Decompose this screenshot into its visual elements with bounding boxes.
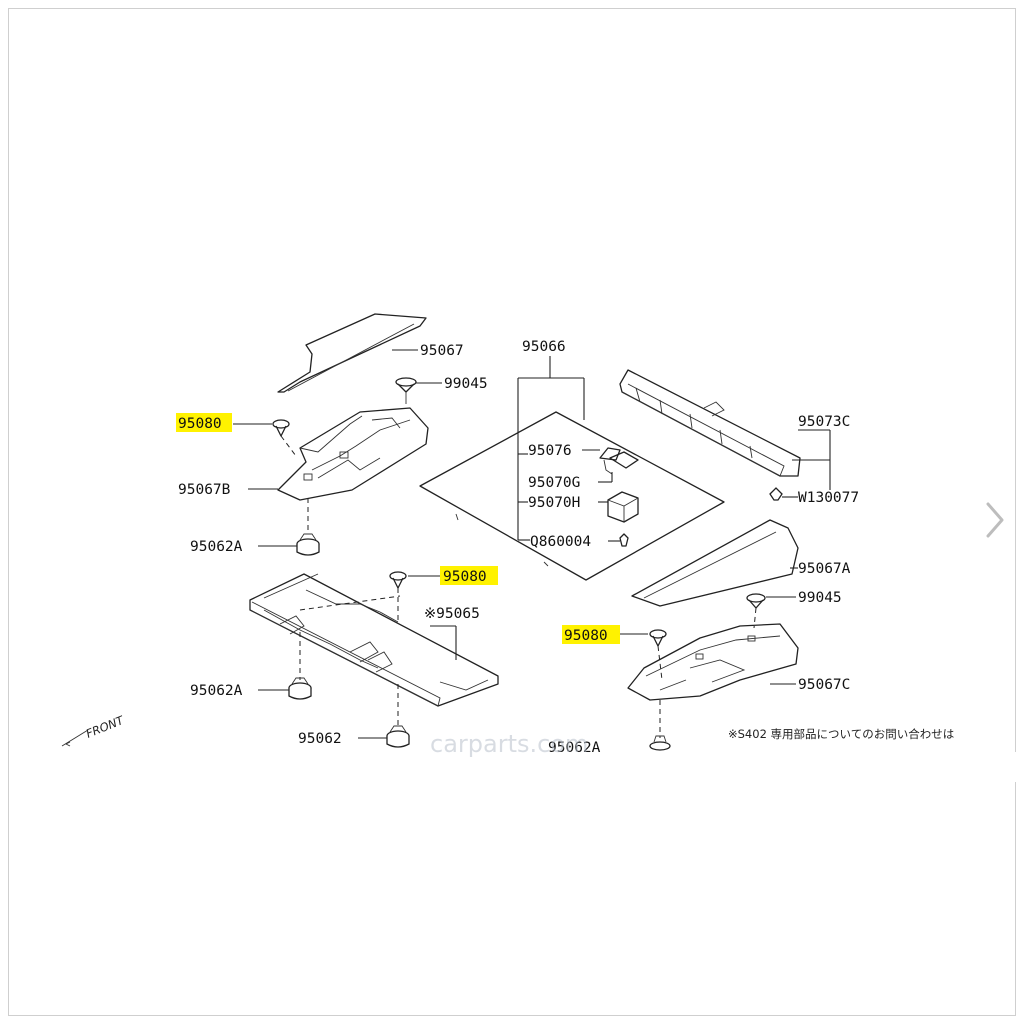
- label-95067B[interactable]: 95067B: [178, 482, 231, 498]
- part-95065-board: [249, 573, 499, 707]
- label-95067C[interactable]: 95067C: [798, 677, 850, 693]
- part-95067A-mat: [631, 519, 799, 607]
- part-95062-fastener: [386, 725, 410, 748]
- part-95062A-fastener-top: [296, 533, 320, 556]
- highlight-95080-right: [562, 625, 620, 644]
- label-95062[interactable]: 95062: [298, 731, 342, 747]
- part-fastener-partial: [649, 735, 671, 751]
- label-W130077[interactable]: W130077: [798, 490, 859, 506]
- part-99045-clip: [395, 377, 417, 404]
- next-image-button[interactable]: [980, 498, 1010, 542]
- part-95080-clip-right: [649, 629, 667, 681]
- front-marker: FRONT: [84, 713, 127, 741]
- label-95076[interactable]: 95076: [528, 443, 572, 459]
- label-95080-left[interactable]: 95080: [178, 416, 222, 432]
- part-95066-trunk-mat: [419, 411, 725, 581]
- highlight-95080-mid: [440, 566, 498, 585]
- front-arrow-icon: [61, 729, 89, 747]
- chevron-right-icon: [986, 502, 1004, 538]
- footnote: ※S402 専用部品についてのお問い合わせは: [728, 727, 954, 741]
- label-95067[interactable]: 95067: [420, 343, 464, 359]
- label-Q860004[interactable]: Q860004: [530, 534, 591, 550]
- part-W130077-clip: [769, 487, 783, 501]
- part-95076-handle: [599, 447, 639, 475]
- label-95070H[interactable]: 95070H: [528, 495, 580, 511]
- label-95065[interactable]: ※95065: [424, 606, 480, 622]
- label-95066[interactable]: 95066: [522, 339, 566, 355]
- label-95062A-bottom[interactable]: 95062A: [190, 683, 243, 699]
- highlight-95080-left: [176, 413, 232, 432]
- part-95080-clip-mid: [389, 571, 407, 620]
- part-99045-clip-right: [746, 593, 766, 629]
- label-95080-right[interactable]: 95080: [564, 628, 608, 644]
- part-Q860004-bolt: [619, 533, 629, 547]
- part-95062A-fastener-bottom: [288, 677, 312, 700]
- part-95067C-tray: [627, 623, 799, 701]
- part-95080-clip-left: [272, 419, 297, 457]
- part-95067B-tray: [277, 407, 429, 501]
- part-95067-mat: [277, 313, 427, 393]
- part-95070H-box: [607, 491, 639, 523]
- label-99045-top[interactable]: 99045: [444, 376, 488, 392]
- label-95062A-top[interactable]: 95062A: [190, 539, 243, 555]
- label-95070G[interactable]: 95070G: [528, 475, 580, 491]
- label-95073C[interactable]: 95073C: [798, 414, 850, 430]
- crop-mask: [420, 752, 1020, 782]
- diagram-frame: [8, 8, 1016, 1016]
- label-99045-right[interactable]: 99045: [798, 590, 842, 606]
- label-95080-mid[interactable]: 95080: [443, 569, 487, 585]
- label-95067A[interactable]: 95067A: [798, 561, 851, 577]
- part-95073C-panel: [619, 369, 801, 477]
- watermark: carparts.com: [430, 730, 588, 758]
